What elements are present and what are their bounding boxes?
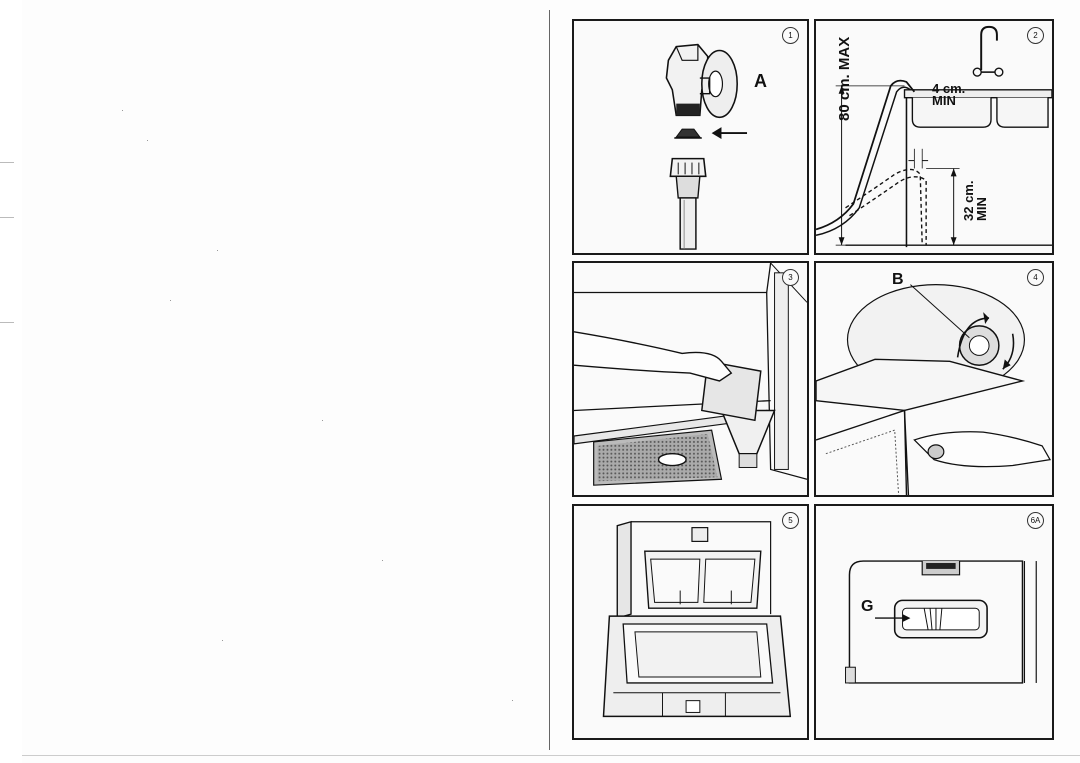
filter-tray-icon bbox=[602, 615, 792, 718]
panel-number: 5 bbox=[782, 512, 799, 529]
panel-1-tap-connection: A 1 bbox=[572, 19, 809, 255]
rinse-aid-indicator-icon bbox=[845, 560, 1037, 684]
label-4cm-min: 4 cm. MIN bbox=[932, 81, 966, 108]
filter-washer-icon bbox=[674, 128, 702, 139]
label-80cm-max: 80 cm. MAX bbox=[836, 36, 853, 121]
page-mark bbox=[0, 162, 14, 163]
panel-6a-rinse-aid-indicator: G 6A bbox=[814, 504, 1054, 740]
label-32cm-min: 32 cm. MIN bbox=[961, 181, 989, 221]
panel-3-salt-filling: 3 bbox=[572, 261, 809, 497]
panel-4-water-softener: B 4 bbox=[814, 261, 1054, 497]
salt-funnel-icon bbox=[574, 263, 807, 486]
height-min-suffix: MIN bbox=[974, 197, 989, 221]
page-mark bbox=[0, 322, 14, 323]
panel-5-detergent-dispenser: 5 bbox=[572, 504, 809, 740]
gap-value: 4 cm. bbox=[932, 81, 966, 96]
page-mark bbox=[0, 217, 14, 218]
panel-number: 3 bbox=[782, 269, 799, 286]
panel-2-drain-height: 80 cm. MAX 4 cm. MIN 32 cm. MIN 2 bbox=[814, 19, 1054, 255]
page-bottom-rule bbox=[22, 755, 1080, 756]
panel-number: 6A bbox=[1027, 512, 1044, 529]
label-a: A bbox=[754, 71, 767, 91]
regulator-dial-icon bbox=[816, 284, 1052, 495]
blank-left-page bbox=[22, 0, 550, 763]
label-b: B bbox=[892, 271, 904, 288]
detergent-dispenser-icon bbox=[602, 520, 792, 718]
panel-number: 1 bbox=[782, 27, 799, 44]
inlet-hose-icon bbox=[669, 157, 707, 250]
page-edge bbox=[0, 0, 22, 763]
panel-number: 2 bbox=[1027, 27, 1044, 44]
label-g: G bbox=[861, 598, 874, 615]
page-fold bbox=[549, 10, 550, 750]
drain-hose-icon bbox=[816, 25, 1052, 248]
gap-suffix: MIN bbox=[932, 93, 956, 108]
tap-connector-icon bbox=[665, 43, 748, 250]
panel-number: 4 bbox=[1027, 269, 1044, 286]
sink-tap-icon bbox=[972, 25, 1004, 77]
